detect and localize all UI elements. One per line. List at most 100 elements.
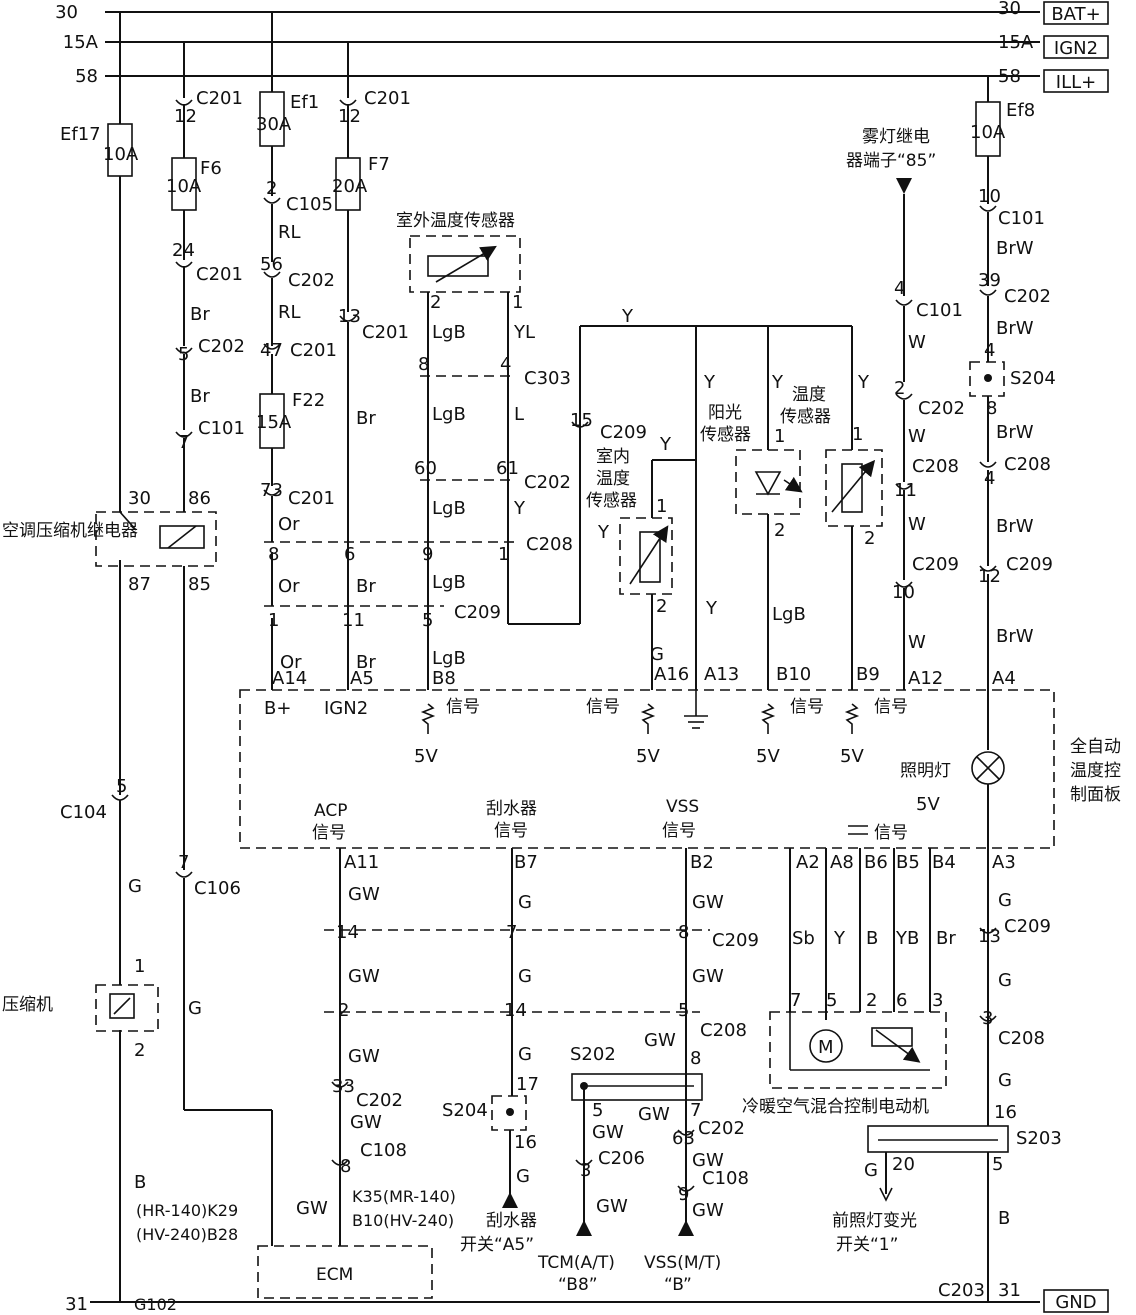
svg-text:GW: GW	[692, 966, 724, 987]
svg-text:G: G	[128, 876, 142, 897]
svg-text:1: 1	[774, 426, 785, 447]
svg-text:5V: 5V	[636, 746, 660, 767]
svg-text:LgB: LgB	[432, 404, 466, 425]
svg-text:16: 16	[514, 1132, 537, 1153]
ac-relay-label: 空调压缩机继电器	[2, 521, 138, 541]
svg-text:前照灯变光: 前照灯变光	[832, 1211, 917, 1231]
svg-text:13: 13	[338, 306, 361, 327]
svg-text:W: W	[908, 514, 926, 535]
svg-text:信号: 信号	[586, 697, 620, 717]
svg-text:B: B	[998, 1208, 1010, 1229]
outdoor-temp-sensor	[409, 235, 521, 293]
svg-text:1: 1	[498, 544, 509, 565]
svg-text:A3: A3	[992, 852, 1016, 873]
temp-sensor-label: 温度传感器	[780, 385, 831, 427]
svg-text:14: 14	[504, 1000, 527, 1021]
svg-text:C108: C108	[360, 1140, 407, 1161]
svg-text:K35(MR-140): K35(MR-140)	[352, 1187, 456, 1206]
svg-text:C202: C202	[356, 1090, 403, 1111]
svg-text:A16: A16	[654, 664, 689, 685]
svg-text:5V: 5V	[840, 746, 864, 767]
tag-gnd	[1043, 1289, 1109, 1313]
svg-text:A4: A4	[992, 668, 1016, 689]
svg-text:信号: 信号	[662, 821, 696, 841]
svg-text:GW: GW	[692, 1150, 724, 1171]
svg-text:Br: Br	[356, 652, 376, 673]
svg-text:G: G	[650, 644, 664, 665]
svg-text:Or: Or	[278, 576, 300, 597]
svg-text:C201: C201	[196, 88, 243, 109]
svg-text:G: G	[518, 892, 532, 913]
svg-text:RL: RL	[278, 302, 301, 323]
svg-text:VSS(M/T): VSS(M/T)	[644, 1253, 721, 1273]
svg-text:4: 4	[984, 340, 995, 361]
temp-sensor	[825, 449, 883, 527]
svg-text:Br: Br	[190, 304, 210, 325]
svg-text:RL: RL	[278, 222, 301, 243]
svg-text:Y: Y	[659, 434, 672, 455]
svg-text:33: 33	[332, 1076, 355, 1097]
svg-text:G: G	[998, 1070, 1012, 1091]
svg-text:B: B	[866, 928, 878, 949]
svg-text:8: 8	[418, 354, 429, 375]
svg-text:8: 8	[690, 1048, 701, 1069]
svg-text:39: 39	[978, 270, 1001, 291]
svg-text:6: 6	[896, 990, 907, 1011]
svg-text:Y: Y	[771, 372, 784, 393]
svg-text:Y: Y	[833, 928, 846, 949]
svg-text:TCM(A/T): TCM(A/T)	[537, 1253, 615, 1273]
svg-text:C209: C209	[712, 930, 759, 951]
svg-text:信号: 信号	[312, 823, 346, 843]
svg-text:W: W	[908, 332, 926, 353]
svg-text:G: G	[864, 1160, 878, 1181]
svg-text:5: 5	[992, 1154, 1003, 1175]
fuse-f22	[259, 393, 285, 449]
svg-text:63: 63	[672, 1128, 695, 1149]
svg-text:L: L	[514, 404, 524, 425]
svg-text:VSS: VSS	[666, 797, 699, 817]
svg-text:“B8”: “B8”	[558, 1275, 598, 1295]
svg-text:2: 2	[338, 1000, 349, 1021]
svg-text:C101: C101	[916, 300, 963, 321]
svg-text:8: 8	[986, 398, 997, 419]
pin-bplus: B+	[264, 698, 291, 719]
svg-text:C202: C202	[918, 398, 965, 419]
sun-sensor-label: 阳光传感器	[700, 403, 751, 445]
fuse-f7-rating: 20A	[332, 176, 368, 197]
svg-text:GW: GW	[296, 1198, 328, 1219]
svg-text:Or: Or	[280, 652, 302, 673]
svg-text:8: 8	[268, 544, 279, 565]
svg-text:C104: C104	[60, 802, 107, 823]
fog-relay-label: 雾灯继电器端子“85”	[846, 127, 936, 171]
svg-text:17: 17	[516, 1074, 539, 1095]
auto-temp-control-panel	[239, 689, 1055, 849]
svg-text:刮水器: 刮水器	[486, 799, 537, 819]
svg-text:A5: A5	[350, 668, 374, 689]
tag-ill-label: ILL+	[1056, 72, 1096, 93]
ac-relay	[95, 511, 217, 567]
svg-text:14: 14	[336, 922, 359, 943]
svg-text:LgB: LgB	[432, 322, 466, 343]
svg-text:61: 61	[496, 458, 519, 479]
svg-text:G: G	[516, 1166, 530, 1187]
svg-text:C208: C208	[998, 1028, 1045, 1049]
svg-text:GW: GW	[692, 892, 724, 913]
svg-text:2: 2	[864, 528, 875, 549]
svg-text:GW: GW	[348, 884, 380, 905]
svg-text:GW: GW	[592, 1122, 624, 1143]
svg-text:C208: C208	[912, 456, 959, 477]
svg-text:信号: 信号	[790, 697, 824, 717]
svg-text:12: 12	[338, 106, 361, 127]
tag-gnd-label: GND	[1055, 1292, 1096, 1313]
svg-text:5: 5	[678, 1000, 689, 1021]
svg-text:W: W	[908, 426, 926, 447]
svg-text:B4: B4	[932, 852, 956, 873]
indoor-sensor-label: 室内温度传感器	[586, 447, 637, 511]
lamp-label: 照明灯	[900, 761, 951, 781]
rail-30-right: 30	[998, 0, 1021, 19]
svg-text:1: 1	[268, 610, 279, 631]
fuse-ef8-name: Ef8	[1006, 100, 1035, 121]
fuse-f22-rating: 15A	[256, 412, 292, 433]
svg-text:C202: C202	[698, 1118, 745, 1139]
svg-text:C209: C209	[600, 422, 647, 443]
